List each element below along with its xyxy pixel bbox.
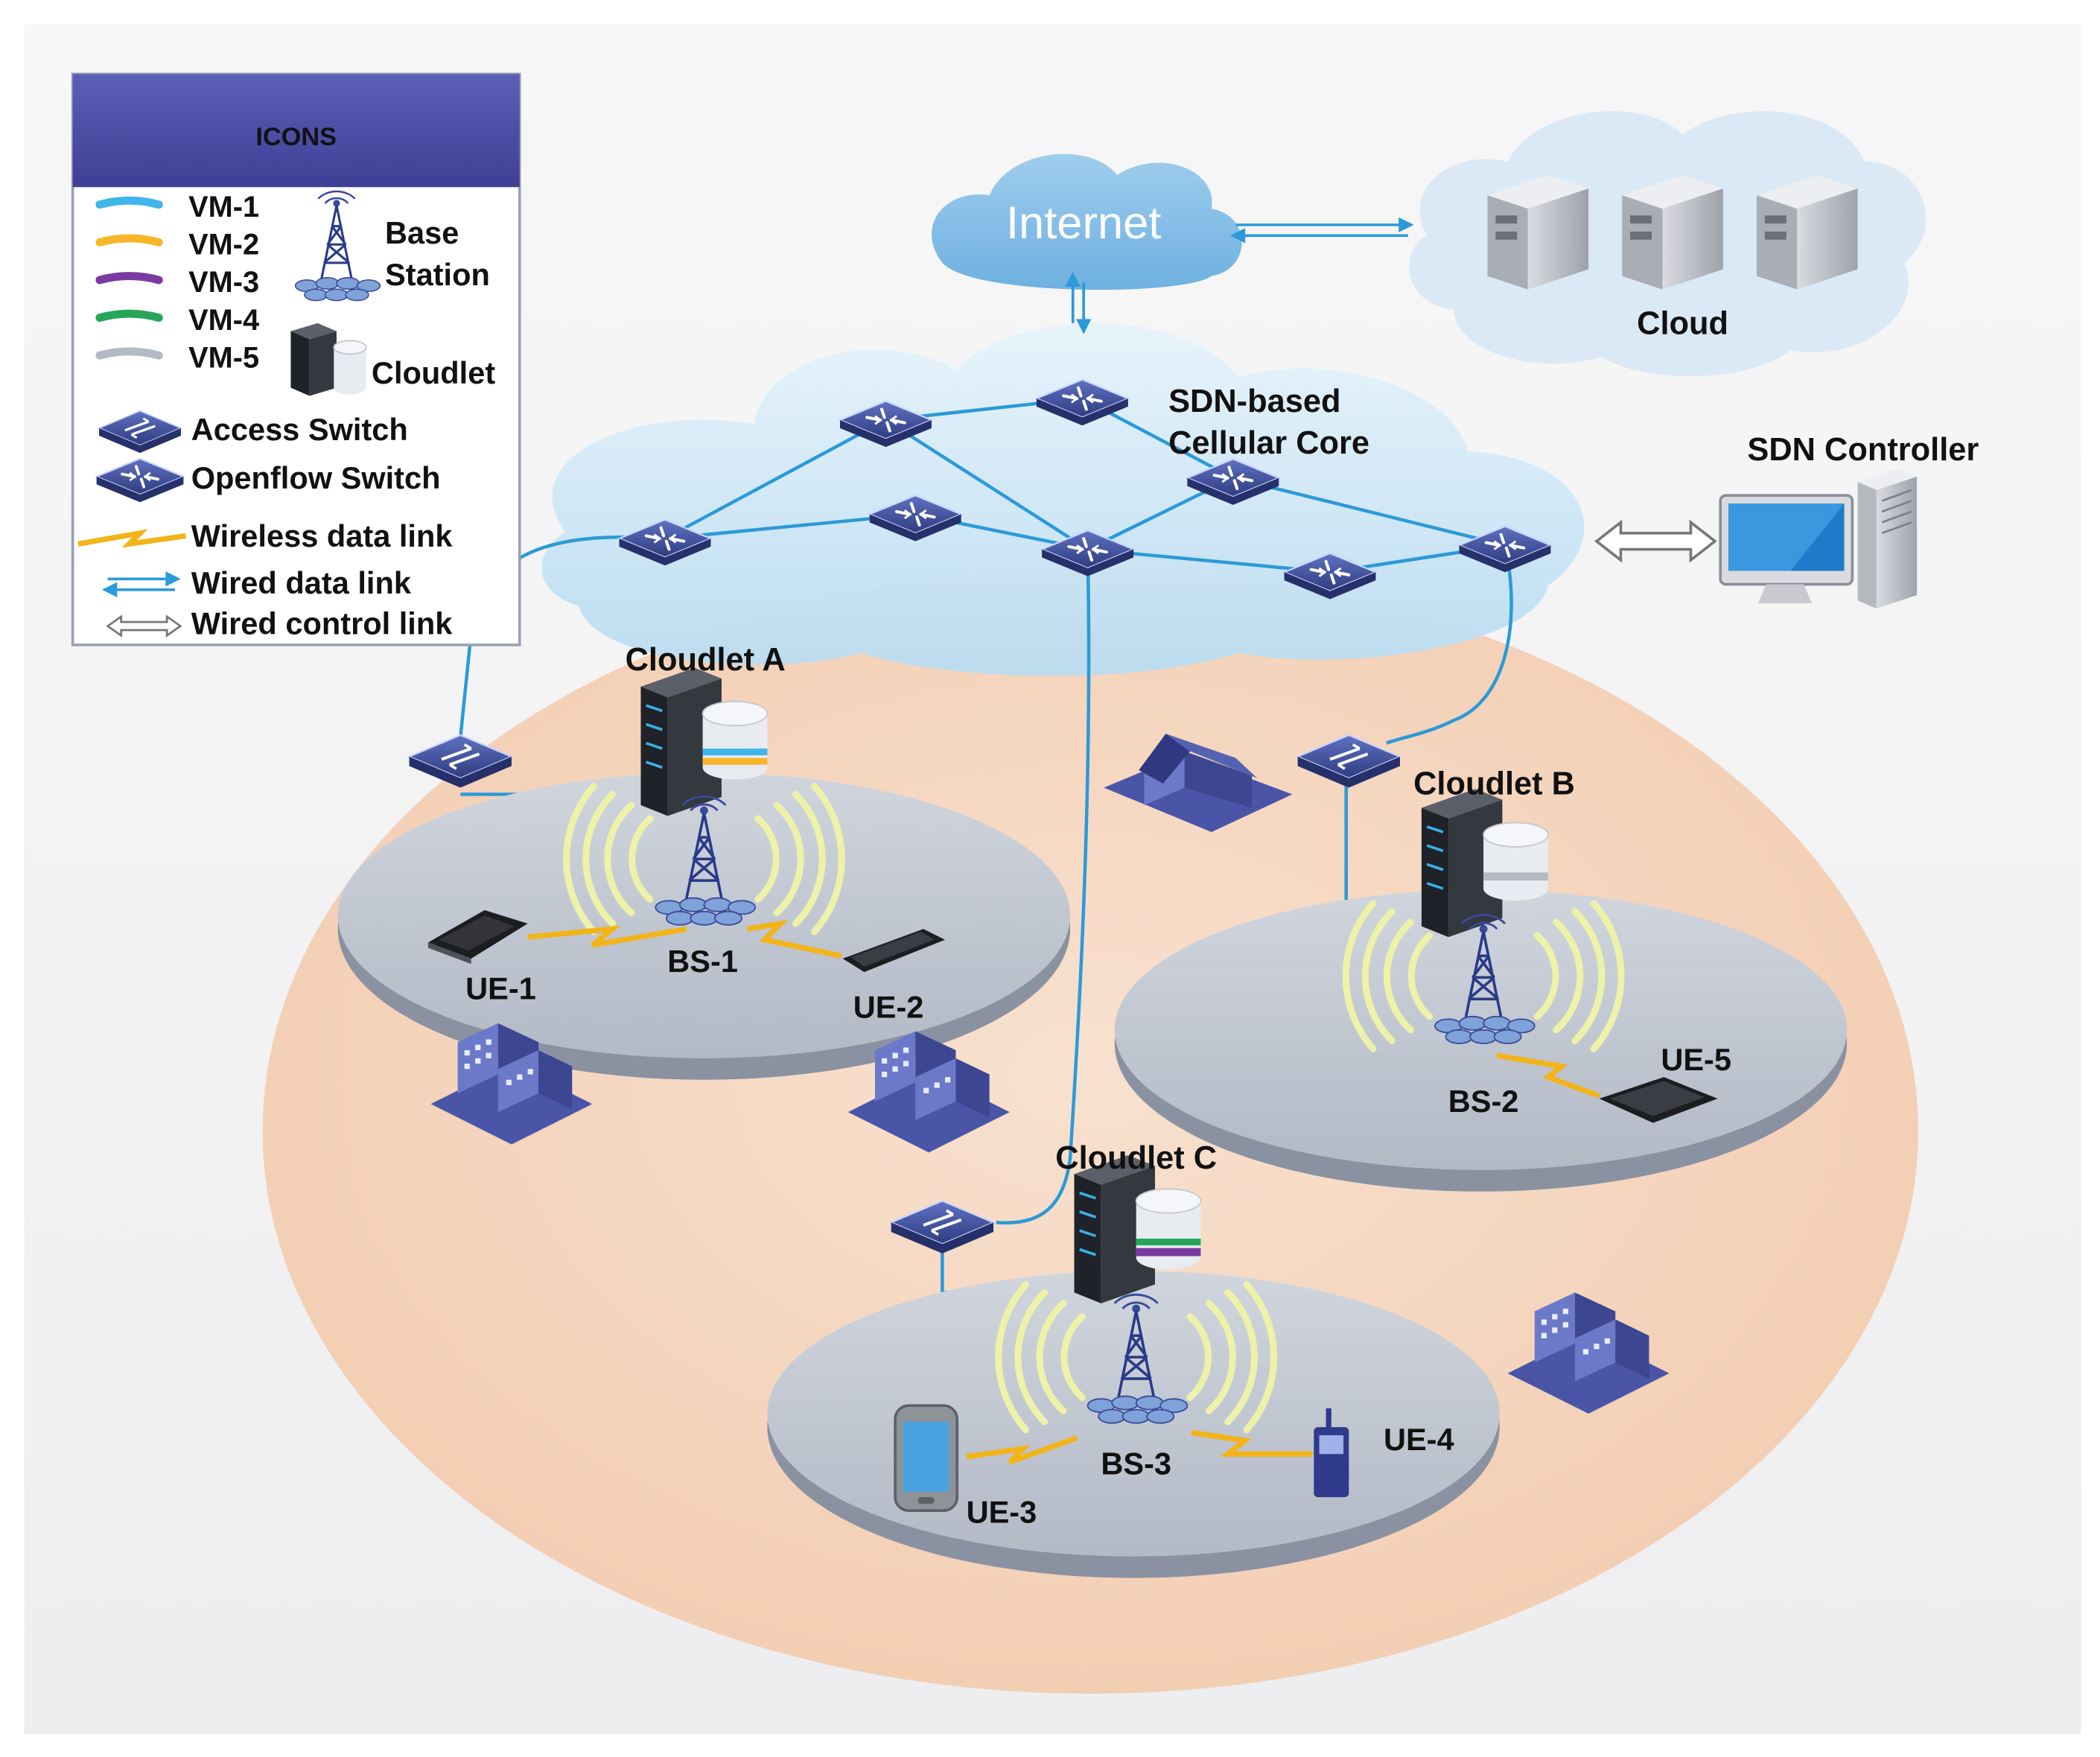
- legend-wireless-icon: [77, 529, 186, 548]
- wireless-links: [527, 919, 1600, 1465]
- bs2-label: BS-2: [1448, 1084, 1519, 1119]
- cloudlet-b: [1420, 787, 1549, 938]
- legend-vm4: VM-4: [188, 304, 259, 337]
- cloudlet-c: [1072, 1154, 1202, 1305]
- ue4-label: UE-4: [1384, 1422, 1454, 1457]
- legend-wireless-link: Wireless data link: [191, 518, 454, 553]
- legend-base-station-line2: Station: [385, 257, 490, 292]
- legend-openflow-switch: Openflow Switch: [191, 460, 441, 495]
- internet-label: Internet: [1006, 197, 1161, 249]
- legend-cloudlet: Cloudlet: [372, 355, 495, 390]
- cloudlet-a: [639, 666, 769, 818]
- legend-base-station-line1: Base: [385, 215, 459, 250]
- ue4-device-icon: [1314, 1408, 1349, 1498]
- controller-link: [1594, 519, 1717, 563]
- internet-cloud: [932, 153, 1242, 290]
- legend-wired-icon: [101, 571, 181, 597]
- legend-vm3: VM-3: [188, 266, 259, 299]
- ue5-label: UE-5: [1661, 1042, 1731, 1077]
- legend-access-switch: Access Switch: [191, 412, 408, 447]
- ue2-device-icon: [842, 929, 946, 973]
- core-label-line2: Cellular Core: [1168, 425, 1369, 461]
- legend-vm2: VM-2: [188, 229, 259, 261]
- ue5-device-icon: [1599, 1077, 1718, 1123]
- core-label-line1: SDN-based: [1168, 384, 1340, 419]
- legend-vm-swatches: [95, 196, 163, 360]
- cloud-label: Cloud: [1637, 305, 1728, 341]
- cloudlet-c-label: Cloudlet C: [1055, 1140, 1217, 1176]
- cloud-server-3: [1757, 174, 1858, 290]
- ue3-device-icon: [894, 1404, 959, 1513]
- ue1-label: UE-1: [465, 970, 536, 1005]
- ue2-label: UE-2: [853, 990, 924, 1025]
- ue1-device-icon: [427, 909, 528, 965]
- legend-control-link: Wired control link: [191, 606, 454, 641]
- bs1-label: BS-1: [667, 944, 738, 979]
- legend-wired-link: Wired data link: [191, 565, 412, 600]
- internet-cloud-link: [1229, 217, 1414, 244]
- internet-core-link: [1065, 271, 1092, 334]
- ue3-label: UE-3: [967, 1494, 1037, 1529]
- legend-vm1: VM-1: [188, 191, 259, 223]
- sdn-controller-computer: [1719, 468, 1918, 609]
- legend-control-icon: [106, 614, 182, 638]
- controller-label: SDN Controller: [1747, 432, 1979, 468]
- cloud-server-2: [1622, 174, 1723, 290]
- house-icon: [1104, 734, 1293, 833]
- bs3-label: BS-3: [1101, 1446, 1171, 1481]
- legend-vm5: VM-5: [188, 341, 259, 374]
- cloudlet-a-label: Cloudlet A: [626, 642, 786, 678]
- cloudlet-b-label: Cloudlet B: [1413, 766, 1575, 802]
- legend-cloudlet-icon: [290, 323, 367, 396]
- cloud-server-1: [1487, 174, 1589, 290]
- legend-title: ICONS: [255, 123, 337, 151]
